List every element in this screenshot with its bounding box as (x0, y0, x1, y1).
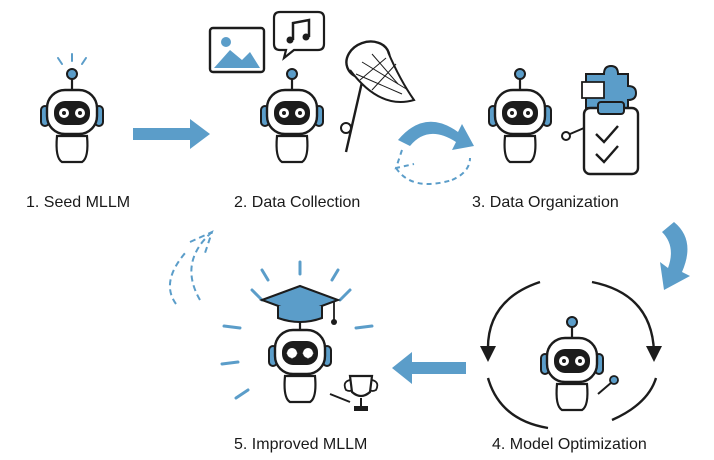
graduate-robot-icon (267, 307, 333, 404)
clipboard-checklist-icon (561, 101, 640, 176)
step-2-label: 2. Data Collection (234, 194, 361, 211)
image-icon (208, 26, 266, 74)
puzzle-icon (581, 64, 638, 109)
music-note-icon (272, 10, 326, 61)
organizer-robot-icon (487, 67, 553, 164)
curved-arrow-icon (660, 222, 690, 290)
arrow-right-icon (133, 119, 210, 149)
graduation-cap-icon (259, 284, 341, 325)
step-3-label: 3. Data Organization (472, 194, 619, 211)
curved-arrow-icon (398, 121, 474, 150)
butterfly-net-icon (340, 40, 416, 153)
optimizing-robot-icon (539, 315, 605, 412)
cycle-arrows-icon (486, 280, 658, 430)
step-4-label: 4. Model Optimization (492, 436, 647, 453)
arrow-left-icon (392, 352, 466, 384)
step-1-label: 1. Seed MLLM (26, 194, 131, 211)
step-5-label: 5. Improved MLLM (234, 436, 368, 453)
curved-arrow-icon (168, 230, 214, 305)
sparkle-lines (220, 260, 374, 400)
curved-arrow-icon (394, 149, 471, 185)
trophy-icon (329, 374, 379, 411)
seed-robot-icon (39, 53, 105, 164)
collector-robot-icon (259, 67, 325, 164)
